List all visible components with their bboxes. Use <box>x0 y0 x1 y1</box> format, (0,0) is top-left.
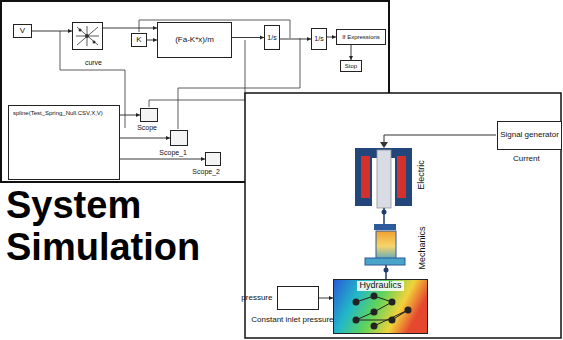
block: If Expressions <box>336 29 386 45</box>
mechanics-piston <box>365 224 405 279</box>
block-caption: Constant inlet pressure <box>251 316 333 325</box>
electric-actuator <box>355 148 412 224</box>
block-caption: Scope_2 <box>192 168 220 176</box>
block: spline(Test_Spring_Null.CSV,X,V) <box>8 105 120 180</box>
block: V <box>13 24 32 38</box>
signal-line <box>120 159 205 160</box>
signal-line <box>319 298 333 299</box>
block-caption: Scope_1 <box>159 149 187 157</box>
block-text: If Expressions <box>342 34 380 41</box>
block: K <box>131 33 147 47</box>
block-text: V <box>20 27 25 36</box>
block: Stop <box>340 60 362 72</box>
physical-panel <box>245 93 561 338</box>
block: Signal generator <box>497 121 562 150</box>
part-label: Electric <box>416 160 426 190</box>
diagram-title: System Simulation <box>6 184 242 268</box>
signal-line <box>32 31 72 32</box>
part-label: Mechanics <box>416 226 426 269</box>
signal-line <box>280 39 311 40</box>
block: pressureConstant inlet pressure <box>277 286 319 310</box>
signal-line <box>327 37 336 38</box>
block-text: Stop <box>345 63 357 70</box>
block-text: K <box>136 36 141 45</box>
hydraulics-block: Hydraulics <box>333 279 428 334</box>
signal-line <box>232 37 264 38</box>
scope-block: Scope <box>140 108 158 122</box>
block: curve <box>72 22 103 50</box>
block: 1/s <box>264 25 280 50</box>
block: (Fa-K*x)/m <box>157 22 232 58</box>
block-text: 1/s <box>267 34 276 42</box>
block-text: Signal generator <box>500 131 559 140</box>
scope-block: Scope_2 <box>205 152 221 166</box>
block-text: 1/s <box>314 35 323 43</box>
block-caption: curve <box>85 59 102 67</box>
block: 1/s <box>311 28 327 50</box>
signal-line <box>120 115 140 116</box>
lookup-icon <box>73 23 102 49</box>
scope-block: Scope_1 <box>170 130 188 146</box>
part-label: Current <box>513 154 540 163</box>
block-caption: Scope <box>137 124 157 132</box>
signal-line <box>147 40 157 41</box>
signal-line <box>103 28 157 29</box>
block-text: Hydraulics <box>357 281 403 291</box>
block-text: spline(Test_Spring_Null.CSV,X,V) <box>13 110 103 117</box>
signal-line <box>120 138 170 139</box>
signal-line <box>351 45 352 60</box>
block-text: (Fa-K*x)/m <box>175 36 214 45</box>
block-text: pressure <box>241 294 272 303</box>
